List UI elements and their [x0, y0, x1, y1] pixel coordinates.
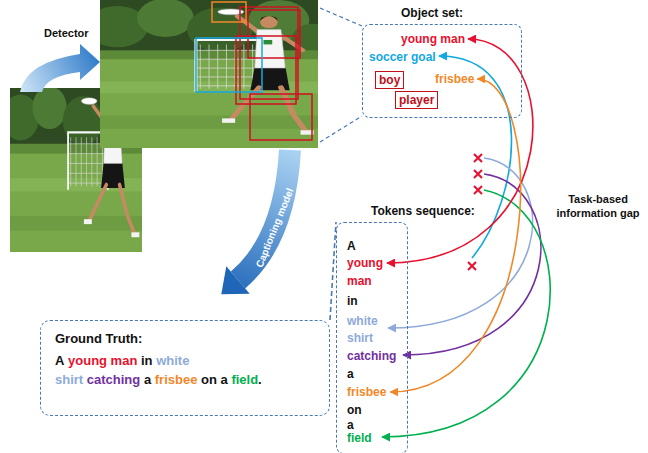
annotation-label: Detector — [44, 26, 89, 40]
token-item: field — [347, 430, 372, 446]
token-item: a — [347, 366, 354, 382]
object-text: soccer goal — [369, 49, 436, 65]
token-item: frisbee — [347, 384, 386, 400]
gap-curves-part — [439, 56, 511, 258]
token-text: man — [347, 273, 372, 289]
caption-word: in — [141, 353, 153, 368]
token-text: in — [347, 293, 358, 309]
object-text: frisbee — [435, 71, 474, 87]
token-item: on — [347, 402, 362, 418]
caption-word: field — [231, 372, 258, 387]
token-text: a — [347, 417, 354, 433]
token-text: white — [347, 313, 378, 329]
bounding-boxes-part — [248, 10, 300, 58]
detector-arrow — [20, 44, 100, 92]
bounding-boxes — [196, 2, 312, 140]
token-text: A — [347, 238, 356, 254]
object-item: young man — [401, 31, 465, 47]
token-item: a — [347, 417, 354, 433]
mismatch-marks-part — [474, 186, 482, 194]
boxed-object: boy — [375, 71, 404, 89]
token-item: man — [347, 273, 372, 289]
annotation-label: Task-based information gap — [552, 192, 644, 220]
token-item: shirt — [347, 330, 373, 346]
ground-truth-box: Ground Truth:Ayoung maninwhite shirtcatc… — [40, 320, 330, 416]
dashed-group-box: Object set:young mansoccer goalboyfrisbe… — [362, 24, 522, 118]
token-text: young — [347, 255, 383, 271]
caption-sentence: Ayoung maninwhite shirtcatchingafrisbeeo… — [55, 351, 269, 389]
caption-word: . — [258, 372, 262, 387]
annotation-label: Captioning model — [253, 186, 298, 270]
caption-word: a — [144, 372, 151, 387]
object-text: young man — [401, 31, 465, 47]
token-text: field — [347, 430, 372, 446]
token-item: white — [347, 313, 378, 329]
object-text: player — [399, 92, 434, 108]
bounding-boxes-part — [212, 2, 246, 22]
zoom-lines-part — [320, 8, 362, 26]
caption-word: catching — [87, 372, 140, 387]
connector — [390, 79, 520, 392]
bounding-boxes-part — [250, 94, 312, 140]
zoom-lines-part — [320, 116, 362, 142]
caption-word: frisbee — [155, 372, 198, 387]
mismatch-marks-part — [474, 154, 482, 162]
token-text: frisbee — [347, 384, 386, 400]
object-text: boy — [379, 72, 400, 88]
token-item: in — [347, 293, 358, 309]
token-text: shirt — [347, 330, 373, 346]
group-heading: Object set: — [401, 5, 463, 21]
mismatch-marks-part — [474, 170, 482, 178]
object-item: soccer goal — [369, 49, 436, 65]
token-item: young — [347, 255, 383, 271]
token-text: catching — [347, 348, 396, 364]
captioning-arrow-head — [221, 266, 249, 294]
bounding-boxes-part — [196, 38, 262, 92]
token-text: on — [347, 402, 362, 418]
token-text: a — [347, 366, 354, 382]
dashed-group-box: Tokens sequence:Ayoungmaninwhiteshirtcat… — [336, 222, 408, 453]
mismatch-marks-part — [468, 262, 476, 270]
connector — [387, 39, 533, 263]
group-heading: Tokens sequence: — [371, 203, 475, 219]
token-item: A — [347, 238, 356, 254]
caption-word: young man — [68, 353, 137, 368]
zoom-lines — [320, 8, 362, 142]
token-item: catching — [347, 348, 396, 364]
caption-word: on a — [201, 372, 228, 387]
caption-word: A — [55, 353, 64, 368]
object-item: frisbee — [435, 71, 474, 87]
boxed-object: player — [395, 91, 438, 109]
detected-photo — [87, 0, 336, 148]
box-heading: Ground Truth: — [55, 330, 315, 348]
bounding-boxes-part — [240, 7, 298, 99]
